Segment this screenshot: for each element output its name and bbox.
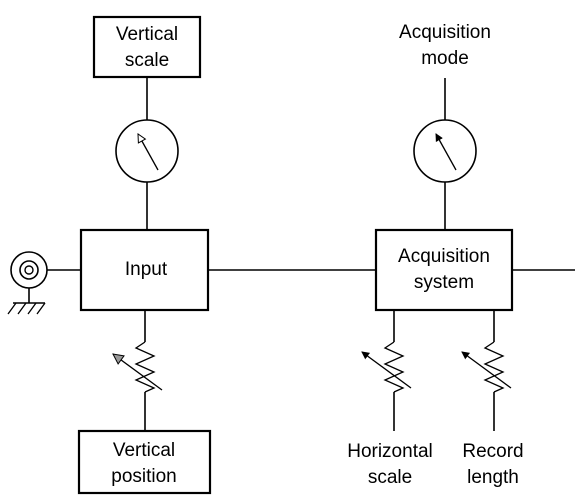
horizontal-scale-label-line1: Horizontal — [347, 441, 433, 462]
meter-dial-icon — [115, 119, 179, 183]
variable-resistor-icon — [113, 311, 163, 431]
acquisition-mode-label-line2: mode — [421, 48, 469, 69]
acquisition-system-label-line2: system — [414, 272, 474, 293]
input-block: Input — [79, 228, 210, 312]
vertical-scale-block: Vertical scale — [92, 15, 202, 79]
vertical-scale-label-line2: scale — [125, 50, 169, 71]
record-length-label-line1: Record — [462, 441, 523, 462]
record-length-label-line2: length — [467, 467, 519, 488]
horizontal-scale-label-line2: scale — [368, 467, 412, 488]
acquisition-system-label-line1: Acquisition — [398, 246, 490, 267]
variable-resistor-icon — [461, 311, 512, 431]
vertical-position-label-line2: position — [111, 466, 177, 487]
input-label: Input — [125, 259, 168, 280]
bnc-connector-icon — [10, 251, 81, 289]
acquisition-system-block: Acquisition system — [374, 228, 514, 312]
meter-dial-icon — [413, 119, 477, 183]
vertical-scale-label-line1: Vertical — [116, 24, 178, 45]
vertical-position-block: Vertical position — [77, 429, 212, 495]
vertical-position-label-line1: Vertical — [113, 440, 175, 461]
ground-icon — [7, 288, 46, 315]
variable-resistor-icon — [361, 311, 412, 431]
acquisition-mode-label-line1: Acquisition — [399, 22, 491, 43]
